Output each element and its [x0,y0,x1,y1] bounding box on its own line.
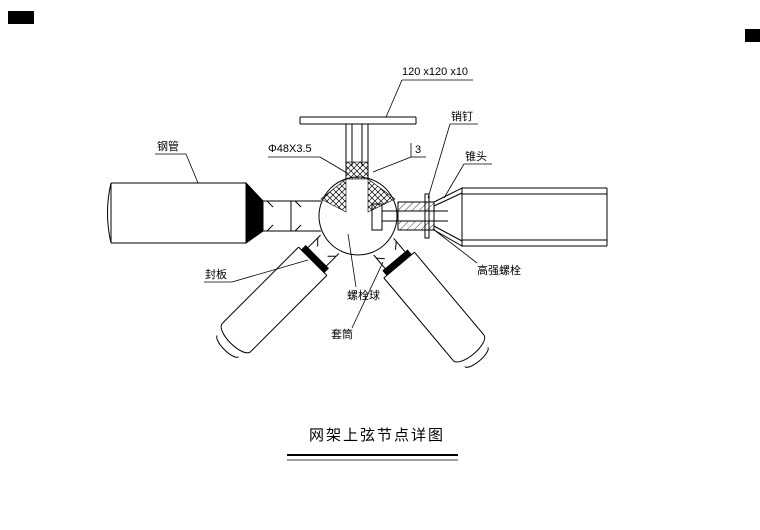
bolt-ball [318,176,398,256]
lower-right-member [373,237,489,368]
lower-left-member [216,234,340,358]
left-steel-pipe [107,181,264,244]
top-cover-plate [299,116,417,125]
label-phi-spec: Φ48X3.5 [268,143,312,155]
label-seal-plate: 封板 [205,267,227,281]
label-steel-pipe: 钢管 [157,139,179,153]
right-steel-pipe [461,187,608,247]
vertical-stub-tube [345,124,369,180]
sheet-corner-marks [8,11,760,42]
label-bolt-ball: 螺栓球 [347,288,380,302]
label-cone-head: 锥头 [465,150,487,163]
label-high-strength-bolt: 高强螺栓 [477,263,521,277]
label-weld-size: 3 [415,144,421,156]
label-sleeve: 套筒 [331,327,353,341]
leader-lines [155,79,492,329]
cone-head [433,187,463,247]
left-sleeve [262,200,321,232]
pin [424,193,430,239]
label-top-plate: 120 x120 x10 [402,66,468,78]
drawing-title: 网架上弦节点详图 [287,427,458,461]
label-pin: 销钉 [451,109,473,123]
drawing-title-text: 网架上弦节点详图 [309,427,445,444]
